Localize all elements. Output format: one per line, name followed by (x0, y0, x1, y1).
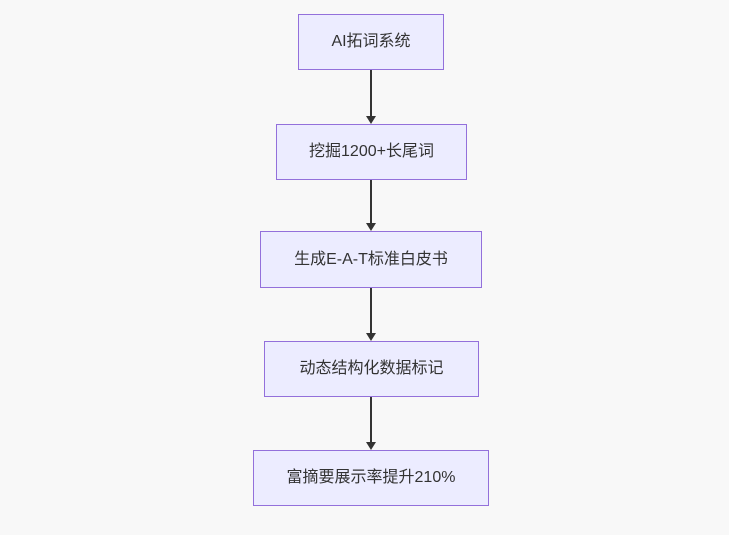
flow-node-mine-longtail-keywords: 挖掘1200+长尾词 (276, 124, 467, 180)
flow-node-dynamic-structured-data: 动态结构化数据标记 (264, 341, 479, 397)
arrow-line (370, 70, 372, 116)
flow-node-label: 动态结构化数据标记 (299, 360, 444, 378)
flow-node-rich-snippet-rate-up: 富摘要展示率提升210% (253, 450, 489, 506)
flow-node-ai-keyword-system: AI拓词系统 (298, 14, 444, 70)
arrowhead-down-icon (366, 442, 376, 450)
flow-arrow-down (365, 288, 377, 341)
arrow-line (370, 180, 372, 223)
flow-node-generate-eat-whitepaper: 生成E-A-T标准白皮书 (260, 231, 482, 288)
arrow-line (370, 288, 372, 333)
arrow-line (370, 397, 372, 442)
flow-arrow-down (365, 180, 377, 231)
flow-node-label: 挖掘1200+长尾词 (309, 143, 434, 161)
arrowhead-down-icon (366, 333, 376, 341)
flow-node-label: 生成E-A-T标准白皮书 (294, 250, 448, 268)
flow-node-label: 富摘要展示率提升210% (286, 469, 456, 487)
arrowhead-down-icon (366, 116, 376, 124)
flow-node-label: AI拓词系统 (331, 33, 411, 51)
arrowhead-down-icon (366, 223, 376, 231)
flow-arrow-down (365, 70, 377, 124)
flow-arrow-down (365, 397, 377, 450)
